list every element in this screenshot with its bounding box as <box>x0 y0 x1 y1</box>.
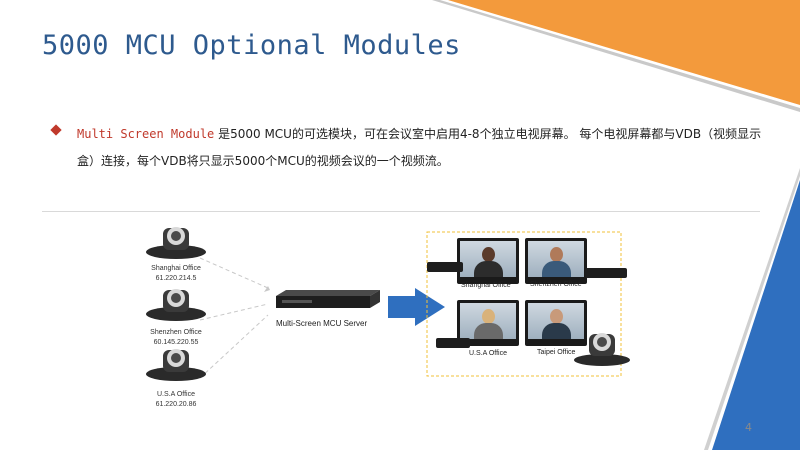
camera-icon <box>146 227 206 259</box>
tv-label: Shenzhen Office <box>530 281 582 288</box>
mcu-server-icon <box>276 290 380 308</box>
flow-arrow-icon <box>388 288 445 326</box>
camera-icon <box>574 333 630 366</box>
bullet-paragraph: Multi Screen Module 是5000 MCU的可选模块，可在会议室… <box>77 121 767 175</box>
connection-line-shanghai <box>199 257 269 289</box>
camera-icon <box>146 349 206 381</box>
tv-label: U.S.A Office <box>469 350 507 357</box>
endpoint-label: Shanghai Office 61.220.214.5 <box>151 265 201 282</box>
server-label: Multi-Screen MCU Server <box>276 319 368 328</box>
connection-line-usa <box>199 314 269 379</box>
divider <box>42 211 760 212</box>
page-title: 5000 MCU Optional Modules <box>42 30 461 61</box>
bullet-description: 是5000 MCU的可选模块，可在会议室中启用4-8个独立电视屏幕。 每个电视屏… <box>77 127 762 168</box>
tv-label: Taipei Office <box>537 349 576 356</box>
tv-screen <box>525 300 587 346</box>
video-display-box-icon <box>436 338 470 348</box>
video-display-box-icon <box>427 262 463 272</box>
arrow-head-icon <box>264 286 270 292</box>
module-name: Multi Screen Module <box>77 127 215 141</box>
connection-line-shenzhen <box>199 303 269 321</box>
camera-icon <box>146 289 206 321</box>
tv-label: Shanghai Office <box>461 282 511 289</box>
tv-screen <box>457 238 519 284</box>
tv-screen <box>525 238 587 284</box>
endpoint-label: Shenzhen Office 60.145.220.55 <box>150 329 202 346</box>
page-number: 4 <box>745 421 752 434</box>
endpoint-label: U.S.A Office 61.220.20.86 <box>155 391 197 408</box>
tv-screen <box>457 300 519 346</box>
output-display-area <box>426 231 622 377</box>
video-display-box-icon <box>585 268 627 278</box>
